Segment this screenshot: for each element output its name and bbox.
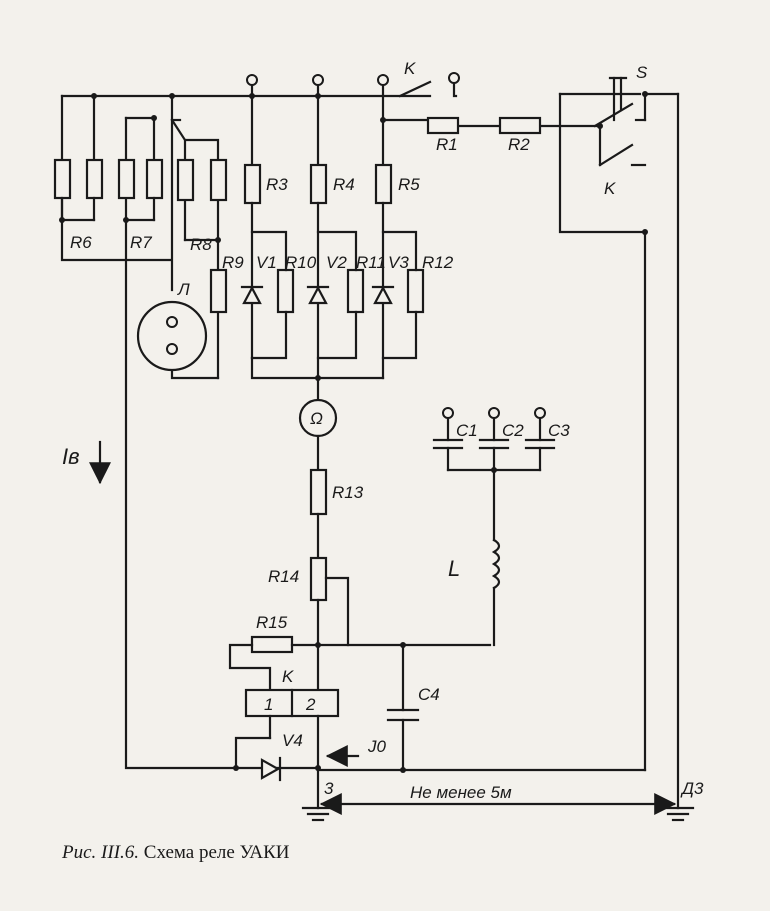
center-column	[228, 434, 492, 810]
terminal-top-2	[312, 74, 324, 86]
label-v2: V2	[326, 253, 347, 272]
tuning-bank	[432, 416, 556, 647]
terminal-c3	[534, 407, 546, 419]
label-s: S	[636, 63, 648, 82]
label-r14: R14	[268, 567, 299, 586]
label-c1: C1	[456, 421, 478, 440]
label-distance: Не менее 5м	[410, 783, 512, 802]
label-r15: R15	[256, 613, 288, 632]
label-r13: R13	[332, 483, 364, 502]
label-k-top: K	[404, 59, 416, 78]
diode-ladder	[240, 201, 418, 402]
diode-v3	[373, 285, 393, 305]
terminal-top-3	[377, 74, 389, 86]
diode-v4	[260, 758, 281, 780]
label-c4: C4	[418, 685, 440, 704]
label-v4: V4	[282, 731, 303, 750]
resistor-r4	[309, 163, 328, 205]
label-coil-1: 1	[264, 695, 273, 714]
label-r4: R4	[333, 175, 355, 194]
svg-text:Ω: Ω	[310, 409, 323, 428]
resistor-r11	[346, 268, 365, 314]
figure-caption: Рис. III.6. Схема реле УАКИ	[62, 842, 290, 864]
label-r6: R6	[70, 233, 92, 252]
label-v3: V3	[388, 253, 409, 272]
potentiometer-r14	[309, 556, 328, 602]
diode-v2	[308, 285, 328, 305]
label-i0: J0	[367, 737, 387, 756]
resistor-r6a	[53, 158, 72, 200]
label-lamp: Л	[177, 280, 190, 299]
resistor-r13	[309, 468, 328, 516]
label-ib: Iв	[62, 444, 80, 469]
label-r8: R8	[190, 235, 212, 254]
label-r2: R2	[508, 135, 530, 154]
resistor-r15	[250, 635, 294, 654]
ground-d3	[661, 806, 695, 822]
resistor-r8a	[176, 158, 195, 202]
resistor-bank	[53, 116, 542, 314]
terminal-c2	[488, 407, 500, 419]
resistor-r1	[426, 116, 460, 135]
terminal-c1	[442, 407, 454, 419]
caption-number: Рис. III.6.	[62, 842, 140, 863]
resistor-r5	[374, 163, 393, 205]
inductor-l	[491, 538, 501, 590]
label-coil-2: 2	[305, 695, 316, 714]
label-r12: R12	[422, 253, 454, 272]
label-k-right: K	[604, 179, 616, 198]
resistor-r7b	[145, 158, 164, 200]
terminal-top-1	[246, 74, 258, 86]
label-r10: R10	[285, 253, 317, 272]
label-l: L	[448, 556, 460, 581]
label-r1: R1	[436, 135, 458, 154]
resistor-r12	[406, 268, 425, 314]
junctions	[59, 91, 648, 773]
label-r11: R11	[356, 253, 386, 272]
resistor-r3	[243, 163, 262, 205]
caption-text: Схема реле УАКИ	[143, 842, 290, 863]
resistor-r9	[209, 268, 228, 314]
label-r5: R5	[398, 175, 420, 194]
terminal-k	[448, 72, 460, 84]
label-v1: V1	[256, 253, 277, 272]
label-k-relay: K	[282, 667, 294, 686]
label-c2: C2	[502, 421, 524, 440]
label-node-3: 3	[324, 779, 334, 798]
label-r3: R3	[266, 175, 288, 194]
terminals	[246, 72, 546, 419]
top-wiring	[60, 76, 680, 810]
label-r7: R7	[130, 233, 152, 252]
label-r9: R9	[222, 253, 244, 272]
resistor-r8b	[209, 158, 228, 202]
label-d3: Д3	[680, 779, 704, 798]
lamp	[136, 300, 208, 372]
ground-3	[301, 806, 335, 822]
resistor-r7a	[117, 158, 136, 200]
resistor-r6b	[85, 158, 104, 200]
diode-v1	[242, 285, 262, 305]
resistor-r2	[498, 116, 542, 135]
meter: Ω	[298, 398, 338, 438]
resistor-r10	[276, 268, 295, 314]
label-c3: C3	[548, 421, 570, 440]
